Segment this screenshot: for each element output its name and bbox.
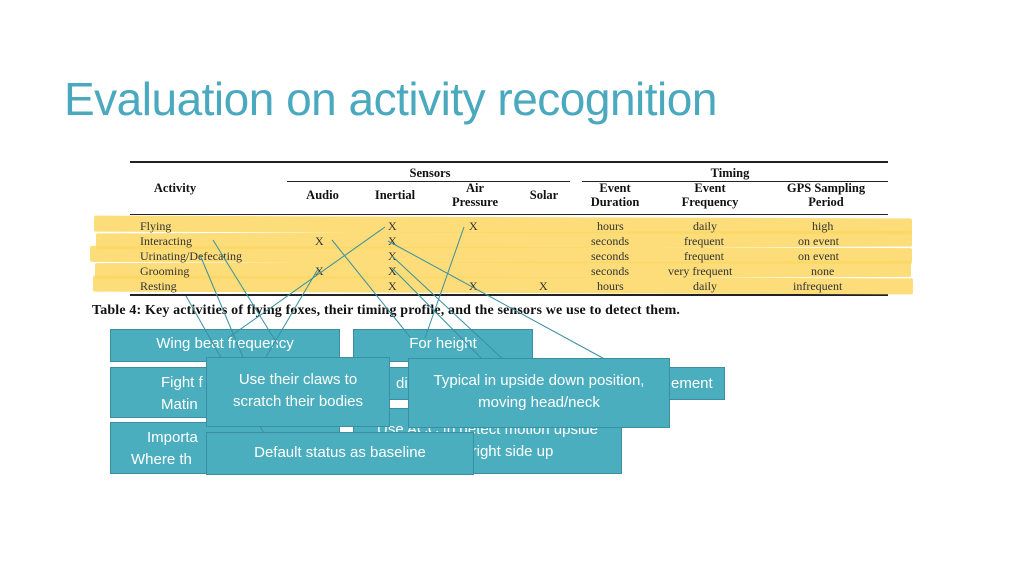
callout-claws-line-1: Use their claws to (238, 371, 358, 388)
group-header-sensors: Sensors (409, 166, 451, 180)
table-mid-rule (130, 214, 888, 215)
group-header-timing: Timing (710, 166, 750, 180)
callout-movement-prefix: di (396, 375, 408, 392)
cell-air: X (469, 279, 478, 293)
header-gps-period-2: Period (808, 195, 844, 209)
cell-activity: Grooming (140, 264, 190, 278)
cell-frequency: daily (693, 219, 717, 233)
header-event-frequency-1: Event (694, 181, 726, 195)
header-activity: Activity (153, 181, 197, 195)
table-sub-rule-timing (582, 181, 888, 182)
cell-inertial: X (388, 234, 397, 248)
header-inertial: Inertial (374, 188, 416, 202)
header-air-pressure-2: Pressure (451, 195, 499, 209)
cell-gps: infrequent (793, 279, 843, 293)
cell-frequency: frequent (684, 234, 724, 248)
header-event-duration-2: Duration (590, 195, 640, 209)
cell-activity: Resting (140, 279, 177, 293)
callout-acc-line-2: right side up (471, 443, 554, 460)
callout-wing-beat-text: Wing beat frequency (156, 335, 294, 352)
cell-audio: X (315, 234, 324, 248)
cell-activity: Interacting (140, 234, 192, 248)
table-top-rule (130, 161, 888, 163)
cell-activity: Flying (140, 219, 172, 233)
header-event-duration-1: Event (599, 181, 631, 195)
cell-gps: on event (798, 249, 839, 263)
cell-duration: hours (597, 279, 624, 293)
callout-upside-line-1: Typical in upside down position, (433, 372, 645, 389)
table-caption: Table 4: Key activities of flying foxes,… (92, 303, 681, 318)
callout-important-line-2: Where th (131, 451, 192, 468)
callout-claws[interactable]: Use their claws to scratch their bodies (206, 357, 390, 427)
callout-upside-line-2: moving head/neck (478, 394, 600, 411)
table-sub-rule-sensors (287, 181, 570, 182)
callout-default-status-text: Default status as baseline (254, 444, 426, 461)
cell-duration: seconds (591, 264, 629, 278)
callout-important-line-1: Importa (147, 429, 198, 446)
cell-inertial: X (388, 279, 397, 293)
callout-claws-line-2: scratch their bodies (232, 393, 364, 410)
header-gps-period-1: GPS Sampling (786, 181, 866, 195)
slide-title: Evaluation on activity recognition (64, 73, 717, 125)
header-solar: Solar (529, 188, 559, 202)
header-audio: Audio (306, 188, 339, 202)
cell-duration: seconds (591, 234, 629, 248)
row-highlight-resting (92, 275, 914, 295)
cell-frequency: frequent (684, 249, 724, 263)
cell-duration: hours (597, 219, 624, 233)
header-event-frequency-2: Frequency (681, 195, 739, 209)
cell-inertial: X (388, 264, 397, 278)
cell-inertial: X (388, 249, 397, 263)
cell-inertial: X (388, 219, 397, 233)
cell-gps: on event (798, 234, 839, 248)
cell-audio: X (315, 264, 324, 278)
cell-solar: X (539, 279, 548, 293)
cell-frequency: very frequent (668, 264, 733, 278)
callout-height-text: For height (409, 335, 477, 352)
header-air-pressure-1: Air (465, 181, 485, 195)
cell-frequency: daily (693, 279, 717, 293)
cell-air: X (469, 219, 478, 233)
callout-default-status[interactable]: Default status as baseline (206, 432, 474, 475)
cell-activity: Urinating/Defecating (140, 249, 242, 263)
callout-upside-down[interactable]: Typical in upside down position, moving … (408, 358, 670, 428)
cell-duration: seconds (591, 249, 629, 263)
cell-gps: none (811, 264, 835, 278)
cell-gps: high (812, 219, 834, 233)
table-bottom-rule (130, 294, 888, 296)
callout-movement-suffix: ement (671, 375, 713, 392)
